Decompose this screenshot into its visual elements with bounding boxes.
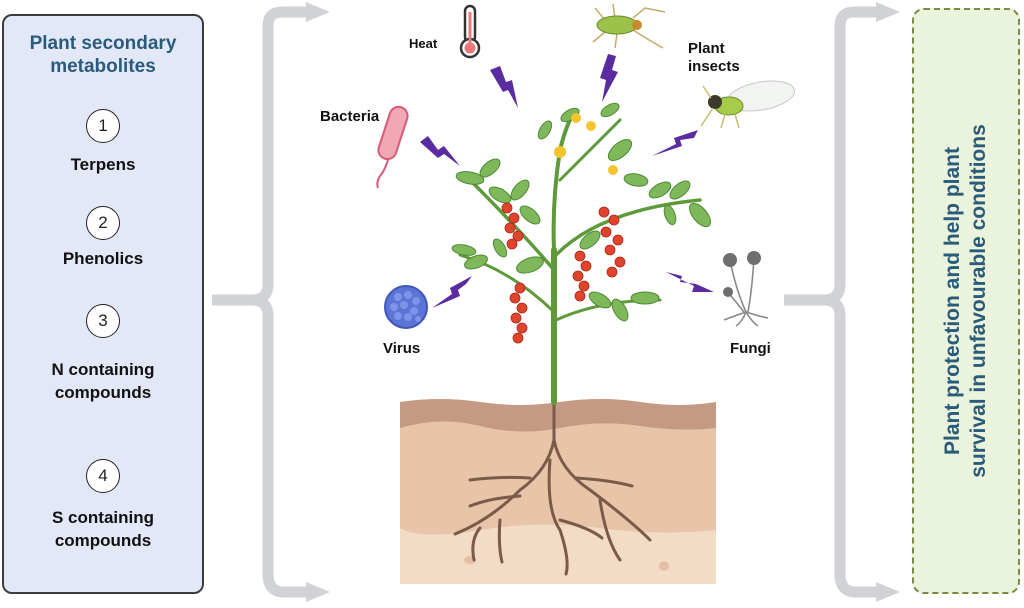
- outcome-panel: [912, 8, 1020, 594]
- outcome-line-2: survival in unfavourable conditions: [967, 124, 990, 478]
- left-brace-arrow-bottom: [306, 582, 330, 602]
- item-number-1: 1: [86, 109, 120, 143]
- flowers: [554, 113, 618, 175]
- item-label-terpens: Terpens: [70, 155, 136, 174]
- item-label-n-containing: N containing: [51, 360, 155, 379]
- item-number-2: 2: [86, 206, 120, 240]
- metabolites-title-text: Plant secondary metabolites: [29, 33, 177, 77]
- outcome-text-block: Plant protection and help plant survival…: [940, 21, 992, 581]
- right-brace-arrow-bottom: [876, 582, 900, 602]
- item-label-n-compounds: compounds: [54, 383, 152, 402]
- plant-insects-label-line1: Plant: [688, 40, 725, 57]
- bacteria-label: Bacteria: [320, 108, 380, 125]
- left-brace: [212, 6, 308, 598]
- item-number-3: 3: [86, 304, 120, 338]
- plant-insects-label-line2: insects: [688, 58, 740, 75]
- beetle-icon: [592, 3, 666, 49]
- item-label-s-containing: S containing: [52, 508, 154, 527]
- fungus-icon: [723, 251, 769, 327]
- bolt-insect-icon: [652, 130, 698, 156]
- tomato-clusters: [501, 202, 626, 344]
- soil: [400, 399, 716, 584]
- virus-label: Virus: [383, 340, 421, 357]
- item-label-s-compounds: compounds: [54, 531, 152, 550]
- fungi-label: Fungi: [730, 340, 771, 357]
- right-brace: [784, 6, 878, 598]
- leaves: [451, 102, 711, 322]
- aphid-icon: [700, 80, 796, 129]
- thermometer-icon: [459, 4, 481, 59]
- bacterium-icon: [376, 105, 409, 189]
- metabolites-title: Plant secondary metabolites: [2, 32, 204, 78]
- heat-label: Heat: [409, 36, 438, 51]
- bolt-bacteria-icon: [420, 136, 460, 166]
- virus-icon: [384, 285, 428, 329]
- roots: [453, 400, 652, 576]
- left-brace-arrow-top: [306, 2, 330, 22]
- outcome-text: Plant protection and help plant survival…: [912, 8, 1020, 594]
- outcome-line-1: Plant protection and help plant: [941, 147, 964, 456]
- bolt-heat-icon: [490, 66, 518, 108]
- item-number-4: 4: [86, 459, 120, 493]
- item-label-phenolics: Phenolics: [62, 249, 144, 268]
- bolt-fungi-icon: [666, 272, 714, 292]
- right-brace-arrow-top: [876, 2, 900, 22]
- bolt-beetle-icon: [600, 54, 618, 102]
- bolt-virus-icon: [432, 276, 472, 308]
- metabolites-panel-content: Plant secondary metabolites 1 Terpens 2 …: [2, 14, 204, 594]
